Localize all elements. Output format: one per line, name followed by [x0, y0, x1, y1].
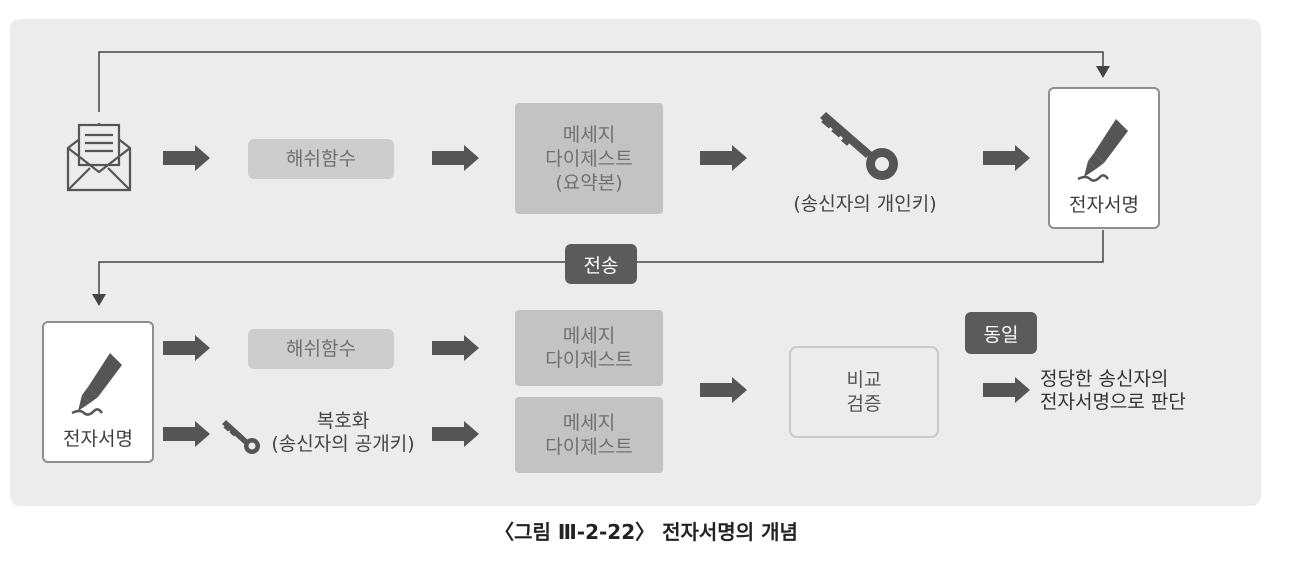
- hash-function-label: 해쉬함수: [286, 148, 356, 170]
- private-key-label: (송신자의 개인키): [793, 193, 937, 215]
- flow-arrows: [163, 145, 1030, 447]
- pen-icon: [1077, 119, 1128, 182]
- message-digest-label: 메세지 다이제스트: [545, 325, 633, 371]
- arrowhead-transfer: [92, 294, 106, 306]
- message-digest-box-bottom-1: 메세지 다이제스트: [515, 310, 663, 386]
- signature-box-bottom: 전자서명: [42, 321, 154, 463]
- arrow-icon: [432, 335, 479, 361]
- arrow-icon: [432, 421, 479, 447]
- signature-label: 전자서명: [1069, 194, 1139, 216]
- figure-caption: 〈그림 Ⅲ-2-22〉 전자서명의 개념: [494, 520, 798, 544]
- signature-label: 전자서명: [63, 428, 133, 450]
- connector-top: [98, 51, 1104, 112]
- message-digest-label: 메세지 다이제스트: [545, 412, 633, 458]
- arrow-icon: [163, 421, 210, 447]
- hash-function-box-bottom: 해쉬함수: [248, 329, 394, 369]
- result-label: 정당한 송신자의 전자서명으로 판단: [1040, 368, 1186, 413]
- hash-function-label: 해쉬함수: [286, 338, 356, 360]
- signature-box-top: 전자서명: [1048, 87, 1160, 229]
- arrow-icon: [700, 145, 747, 171]
- decrypt-label: 복호화 (송신자의 공개키): [271, 410, 415, 455]
- same-badge: 동일: [965, 312, 1037, 354]
- compare-verify-label: 비교 검증: [846, 369, 882, 415]
- arrow-icon: [432, 145, 479, 171]
- compare-verify-box: 비교 검증: [789, 346, 939, 438]
- arrow-icon: [163, 335, 210, 361]
- pen-icon: [71, 353, 122, 416]
- key-icon: [820, 112, 898, 180]
- message-digest-label: 메세지 다이제스트 (요약본): [545, 123, 633, 194]
- message-digest-box-top: 메세지 다이제스트 (요약본): [515, 103, 663, 214]
- key-icon: [222, 420, 260, 454]
- arrow-icon: [163, 145, 210, 171]
- envelope-icon: [66, 122, 132, 192]
- arrow-icon: [700, 377, 747, 403]
- transfer-badge: 전송: [565, 244, 637, 284]
- message-digest-box-bottom-2: 메세지 다이제스트: [515, 397, 663, 473]
- arrow-icon: [983, 377, 1030, 403]
- arrow-icon: [983, 145, 1030, 171]
- arrowhead-top: [1096, 66, 1110, 78]
- hash-function-box-top: 해쉬함수: [248, 139, 394, 179]
